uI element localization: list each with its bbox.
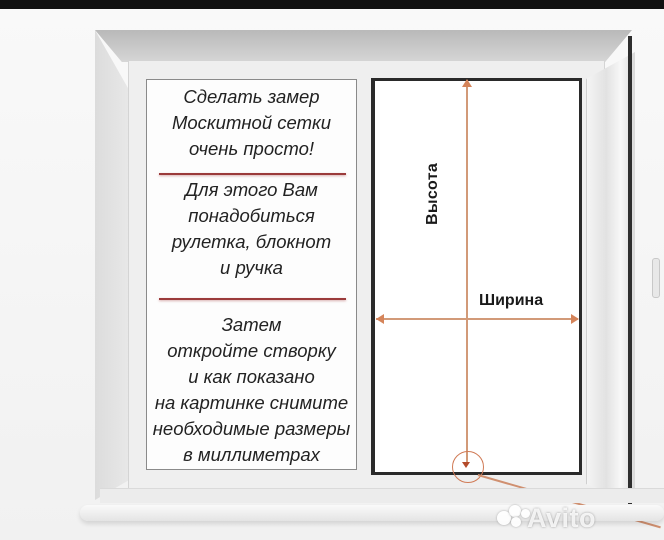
text-line: Москитной сетки — [171, 112, 332, 133]
text-line: и ручка — [220, 257, 283, 278]
text-line: откройте створку — [167, 340, 336, 361]
height-arrow — [466, 80, 468, 465]
text-line: Сделать замер — [183, 86, 320, 107]
arrow-left-icon — [376, 314, 384, 324]
text-line: Для этого Вам — [185, 179, 318, 200]
sash-edge — [628, 36, 632, 504]
divider — [159, 173, 346, 175]
steps-text: Затем откройте створку и как показано на… — [147, 312, 356, 468]
window-opening — [371, 78, 582, 475]
text-line: необходимые размеры — [152, 418, 351, 439]
window-handle-icon — [652, 258, 660, 298]
text-line: рулетка, блокнот — [171, 231, 332, 252]
frame-bottom — [100, 488, 664, 503]
window-reveal-top — [95, 30, 632, 62]
text-line: понадобиться — [188, 205, 315, 226]
open-sash — [586, 52, 635, 502]
intro-text: Сделать замер Москитной сетки очень прос… — [147, 84, 356, 162]
width-arrow — [376, 318, 578, 320]
avito-logo-icon — [497, 505, 541, 531]
text-line: на картинке снимите — [154, 392, 349, 413]
instruction-panel: Сделать замер Москитной сетки очень прос… — [146, 79, 357, 470]
height-label: Высота — [424, 162, 441, 225]
text-line: и как показано — [188, 366, 315, 387]
text-line: очень просто! — [188, 138, 314, 159]
measure-point-marker — [452, 451, 484, 483]
text-line: Затем — [221, 314, 282, 335]
arrow-right-icon — [571, 314, 579, 324]
text-line: в миллиметрах — [183, 444, 320, 465]
watermark: Avito — [527, 503, 596, 533]
width-label: Ширина — [479, 292, 544, 309]
top-bar — [0, 0, 664, 9]
divider — [159, 298, 346, 300]
arrow-up-icon — [462, 79, 472, 87]
tools-text: Для этого Вам понадобиться рулетка, блок… — [147, 177, 356, 281]
